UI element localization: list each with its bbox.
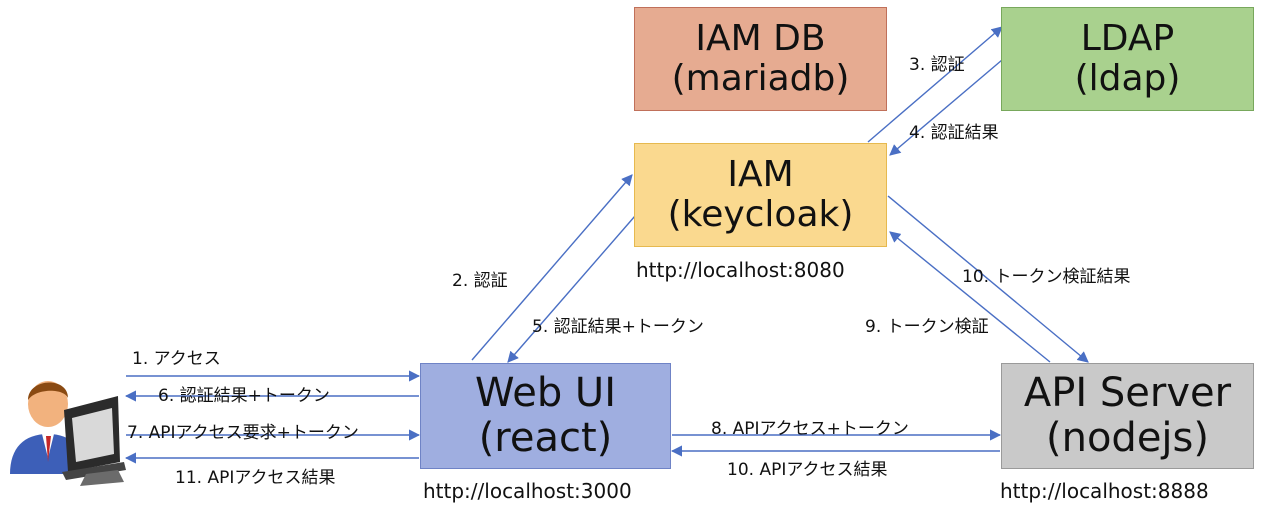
api-server-title: API Server	[1023, 370, 1232, 417]
user-at-computer-icon	[10, 381, 126, 486]
edge-label-1: 1. アクセス	[132, 349, 221, 369]
edge-label-4: 4. 認証結果	[909, 123, 999, 143]
arrow-10-token-verify-result	[887, 195, 1089, 363]
arrow-5-auth-result-token	[507, 215, 636, 363]
arrow-9-token-verify	[889, 231, 1051, 363]
iam-title: IAM	[727, 153, 794, 195]
edge-label-10a: 10. トークン検証結果	[962, 267, 1131, 287]
edge-label-3: 3. 認証	[909, 55, 965, 75]
api-server-subtitle: (nodejs)	[1046, 415, 1209, 461]
webui-title: Web UI	[475, 370, 616, 417]
ldap-subtitle: (ldap)	[1074, 58, 1181, 99]
edge-label-2: 2. 認証	[452, 271, 508, 291]
edge-label-11: 11. APIアクセス結果	[175, 468, 336, 488]
edge-label-7: 7. APIアクセス要求+トークン	[127, 423, 359, 443]
iam-db-subtitle: (mariadb)	[671, 58, 850, 99]
iam-db-box: IAM DB (mariadb)	[634, 7, 887, 111]
api-server-url: http://localhost:8888	[1000, 479, 1209, 503]
arrow-4-auth-result	[889, 59, 1003, 156]
iam-url: http://localhost:8080	[636, 258, 845, 282]
webui-box: Web UI (react)	[420, 363, 671, 469]
iam-subtitle: (keycloak)	[667, 194, 854, 235]
edge-label-9: 9. トークン検証	[865, 317, 989, 337]
ldap-box: LDAP (ldap)	[1001, 7, 1254, 111]
iam-box: IAM (keycloak)	[634, 143, 887, 247]
iam-db-title: IAM DB	[695, 17, 826, 59]
arrow-2-auth	[471, 174, 633, 361]
edge-label-5: 5. 認証結果+トークン	[532, 317, 704, 337]
edge-label-10b: 10. APIアクセス結果	[727, 460, 888, 480]
webui-subtitle: (react)	[478, 415, 613, 461]
edge-label-8: 8. APIアクセス+トークン	[711, 419, 909, 439]
edge-label-6: 6. 認証結果+トークン	[158, 386, 330, 406]
arrow-3-auth	[867, 26, 1003, 143]
ldap-title: LDAP	[1080, 17, 1175, 59]
webui-url: http://localhost:3000	[423, 479, 632, 503]
api-server-box: API Server (nodejs)	[1001, 363, 1254, 469]
